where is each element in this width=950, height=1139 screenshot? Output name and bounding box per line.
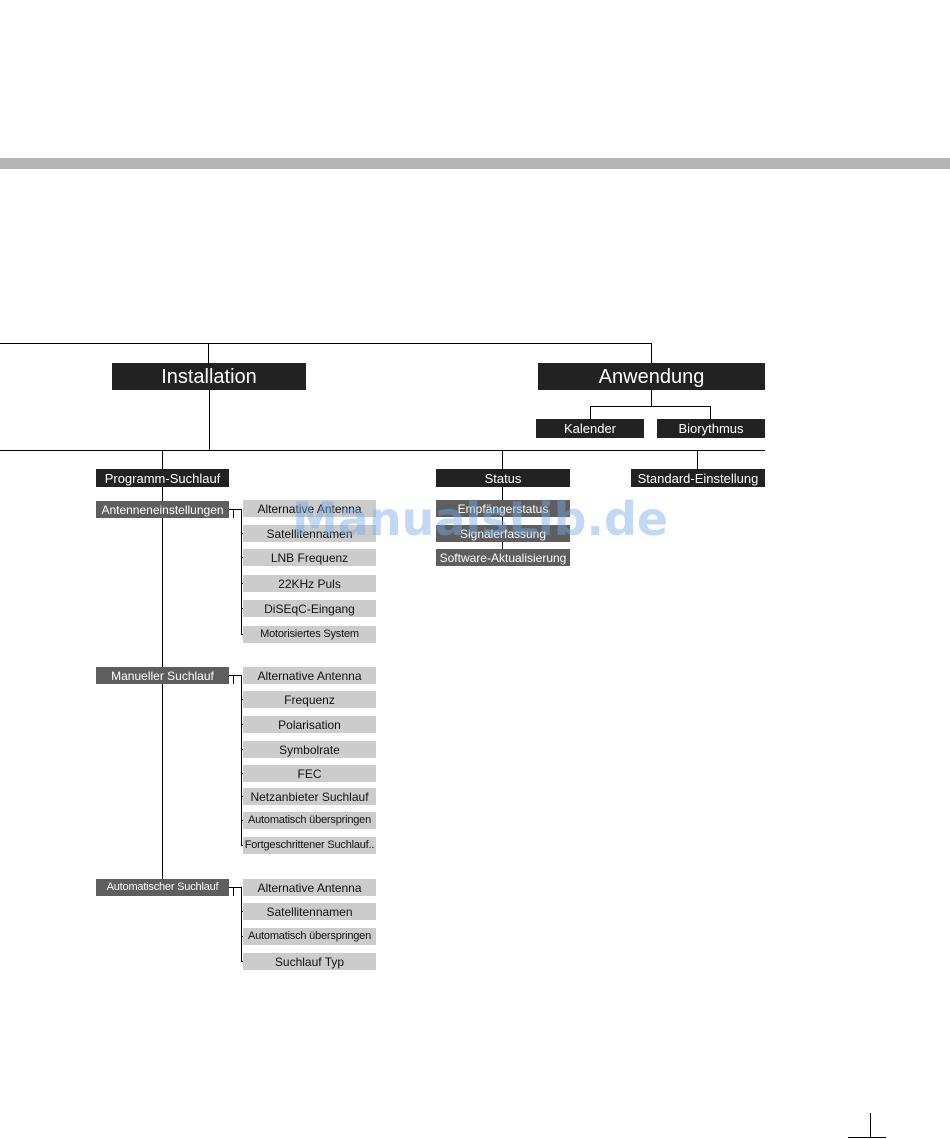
antennen-item: Motorisiertes System: [243, 626, 376, 643]
anwendung-box: Anwendung: [538, 363, 765, 390]
antennen-item: Satellitennamen: [243, 525, 376, 542]
header-divider-bar: [0, 158, 950, 169]
antennen-item: 22KHz Puls: [243, 575, 376, 592]
manueller-suchlauf-box: Manueller Suchlauf: [96, 667, 229, 684]
standard-einstellung-box: Standard-Einstellung: [631, 469, 765, 487]
manuell-item: Automatisch überspringen: [243, 812, 376, 829]
status-box: Status: [436, 469, 570, 487]
status-item: Software-Aktualisierung: [436, 549, 570, 566]
automatischer-suchlauf-box: Automatischer Suchlauf: [96, 879, 229, 896]
manuell-item: Alternative Antenna: [243, 667, 376, 684]
manuell-item: Fortgeschrittener Suchlauf..: [243, 837, 376, 854]
installation-box: Installation: [112, 363, 306, 390]
manuell-item: Polarisation: [243, 716, 376, 733]
manuell-item: Frequenz: [243, 691, 376, 708]
manuell-item: Symbolrate: [243, 741, 376, 758]
antenneneinstellungen-box: Antenneneinstellungen: [96, 501, 229, 518]
automatisch-item: Alternative Antenna: [243, 879, 376, 896]
antennen-item: Alternative Antenna: [243, 500, 376, 517]
antennen-item: LNB Frequenz: [243, 549, 376, 566]
manuell-item: FEC: [243, 765, 376, 782]
kalender-box: Kalender: [536, 419, 644, 438]
biorythmus-box: Biorythmus: [657, 419, 765, 438]
watermark: ManualsLib.de: [292, 492, 669, 546]
automatisch-item: Automatisch überspringen: [243, 928, 376, 945]
status-item: Empfängerstatus: [436, 500, 570, 517]
automatisch-item: Satellitennamen: [243, 903, 376, 920]
status-item: Signalerfassung: [436, 525, 570, 542]
automatisch-item: Suchlauf Typ: [243, 953, 376, 970]
antennen-item: DiSEqC-Eingang: [243, 600, 376, 617]
programm-suchlauf-box: Programm-Suchlauf: [96, 469, 229, 487]
manuell-item: Netzanbieter Suchlauf: [243, 788, 376, 805]
